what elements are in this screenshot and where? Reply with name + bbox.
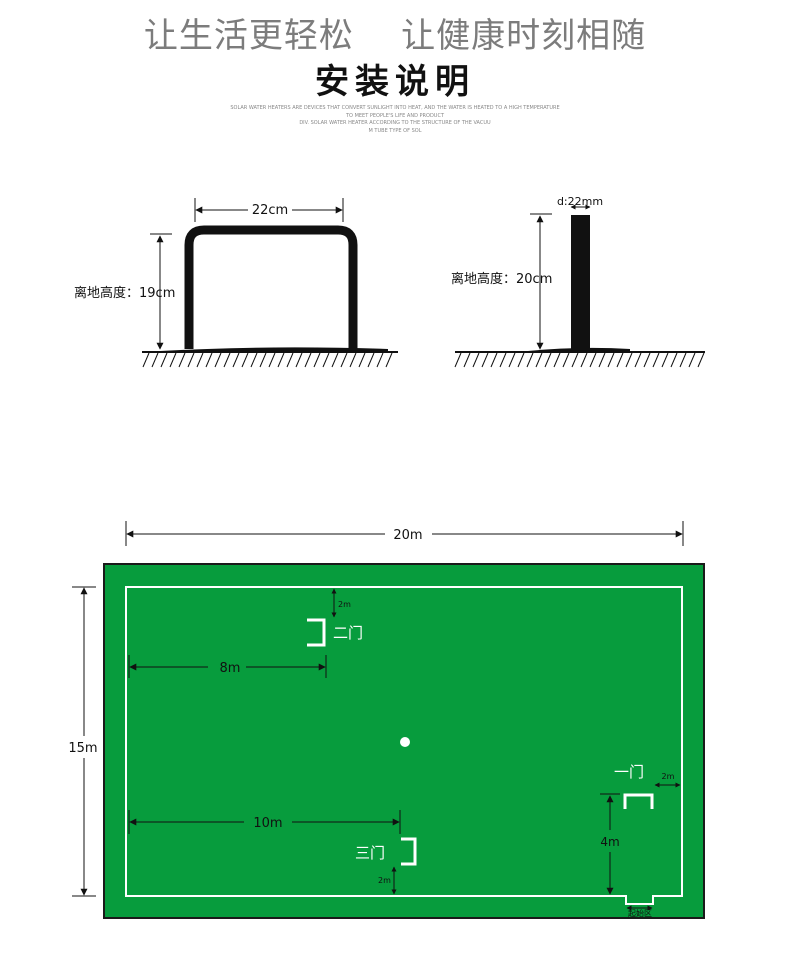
hatch-line xyxy=(472,352,480,368)
slogan: 让生活更轻松 让健康时刻相随 xyxy=(143,16,647,56)
hatch-line xyxy=(661,352,669,368)
start-area-label: 起始区 xyxy=(628,908,652,918)
gate-3-bottom-label: 2m xyxy=(378,876,391,885)
gate-2-left-label: 8m xyxy=(220,661,241,676)
post-diameter-label: d:22mm xyxy=(557,195,603,208)
hatch-line xyxy=(178,352,186,368)
hatch-line xyxy=(331,352,339,368)
gate-3-left-label: 10m xyxy=(253,816,282,831)
hatch-line xyxy=(358,352,366,368)
english-subtext: SOLAR WATER HEATERS ARE DEVICES THAT CON… xyxy=(0,105,790,135)
gate-1-bottom-label: 4m xyxy=(600,835,619,849)
hatch-line xyxy=(697,352,705,368)
subtext-line: M TUBE TYPE OF SOL xyxy=(368,127,422,134)
hatch-line xyxy=(376,352,384,368)
gate-3-marker xyxy=(401,837,417,866)
hatch-line xyxy=(562,352,570,368)
hatch-line xyxy=(277,352,285,368)
gate-diagram: 22cm 离地高度：19cm xyxy=(74,198,398,368)
field-height-label: 15m xyxy=(68,741,97,756)
hatch-line xyxy=(607,352,615,368)
hatch-line xyxy=(223,352,231,368)
hatch-line xyxy=(481,352,489,368)
gate-base xyxy=(160,347,388,352)
hatch-line xyxy=(553,352,561,368)
hatch-line xyxy=(322,352,330,368)
hatch-line xyxy=(598,352,606,368)
hatch-line xyxy=(295,352,303,368)
gate-2-label: 二门 xyxy=(333,624,363,642)
hatch-line xyxy=(544,352,552,368)
ground-hatch xyxy=(142,352,393,368)
hatch-line xyxy=(634,352,642,368)
hatch-line xyxy=(196,352,204,368)
ground-hatch xyxy=(454,352,705,368)
post-shape xyxy=(571,215,590,351)
gate-width-label: 22cm xyxy=(252,203,288,218)
hatch-line xyxy=(313,352,321,368)
hatch-line xyxy=(535,352,543,368)
hatch-line xyxy=(187,352,195,368)
post-diagram: d:22mm 离地高度：20cm xyxy=(451,195,705,368)
hatch-line xyxy=(142,352,150,368)
hatch-line xyxy=(526,352,534,368)
hatch-line xyxy=(205,352,213,368)
hatch-line xyxy=(517,352,525,368)
hatch-line xyxy=(385,352,393,368)
gate-1-right-label: 2m xyxy=(662,772,675,781)
hatch-line xyxy=(454,352,462,368)
hatch-line xyxy=(241,352,249,368)
page-title: 安装说明 xyxy=(315,62,475,102)
hatch-line xyxy=(670,352,678,368)
hatch-line xyxy=(589,352,597,368)
hatch-line xyxy=(214,352,222,368)
hatch-line xyxy=(151,352,159,368)
hatch-line xyxy=(340,352,348,368)
hatch-line xyxy=(643,352,651,368)
hatch-line xyxy=(169,352,177,368)
gate-shape xyxy=(184,225,358,349)
subtext-line: SOLAR WATER HEATERS ARE DEVICES THAT CON… xyxy=(230,105,560,111)
hatch-line xyxy=(625,352,633,368)
subtext-line: TO MEET PEOPLE'S LIFE AND PRODUCT xyxy=(345,112,445,119)
hatch-line xyxy=(652,352,660,368)
hatch-line xyxy=(616,352,624,368)
hatch-line xyxy=(160,352,168,368)
hatch-line xyxy=(508,352,516,368)
hatch-line xyxy=(580,352,588,368)
hatch-line xyxy=(349,352,357,368)
hatch-line xyxy=(268,352,276,368)
hatch-line xyxy=(571,352,579,368)
gate-height-label: 离地高度：19cm xyxy=(74,285,175,301)
hatch-line xyxy=(304,352,312,368)
gate-2-top-label: 2m xyxy=(338,600,351,609)
hatch-line xyxy=(232,352,240,368)
subtext-line: DIV. SOLAR WATER HEATER ACCORDING TO THE… xyxy=(299,120,491,126)
hatch-line xyxy=(499,352,507,368)
hatch-line xyxy=(490,352,498,368)
hatch-line xyxy=(679,352,687,368)
field-boundary xyxy=(125,586,683,905)
gate-3-label: 三门 xyxy=(355,844,385,862)
gate-2-marker xyxy=(307,618,326,647)
hatch-line xyxy=(367,352,375,368)
center-spot xyxy=(400,737,410,747)
hatch-line xyxy=(286,352,294,368)
hatch-line xyxy=(688,352,696,368)
field-width-label: 20m xyxy=(393,528,422,543)
post-height-label: 离地高度：20cm xyxy=(451,271,552,287)
hatch-line xyxy=(463,352,471,368)
hatch-line xyxy=(250,352,258,368)
gate-1-marker xyxy=(623,793,654,809)
hatch-line xyxy=(259,352,267,368)
field-diagram: 20m 15m 二门 2m 8m 三门 10m 2m xyxy=(68,521,705,919)
gate-1-label: 一门 xyxy=(614,763,644,781)
